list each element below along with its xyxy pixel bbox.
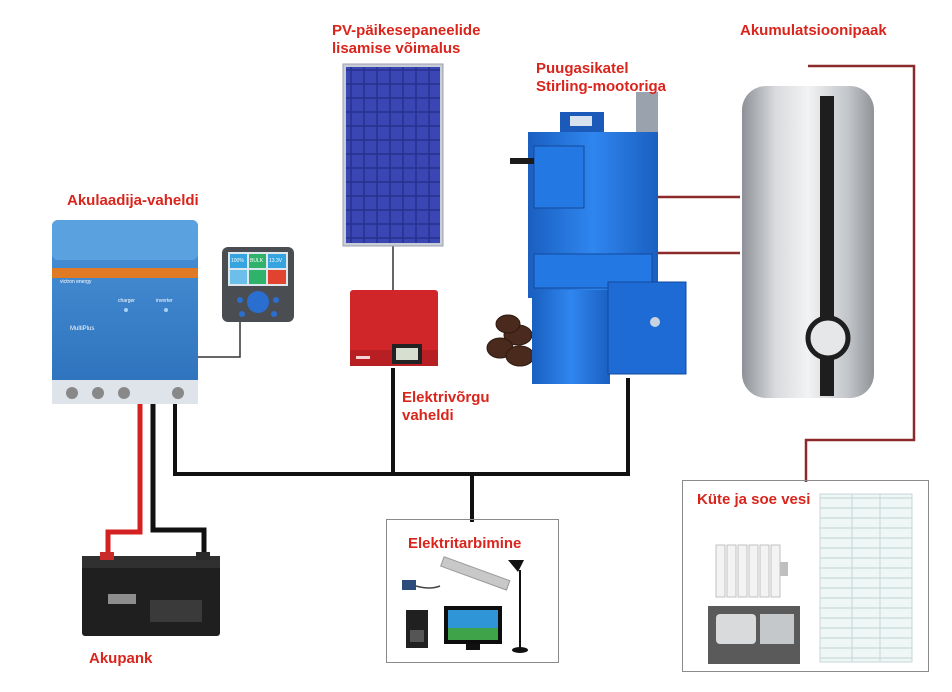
panel-mode: BULK	[250, 258, 264, 264]
pv-panels-label-line2: lisamise võimalus	[332, 40, 461, 57]
boiler-label-line1: Puugasikatel	[536, 60, 629, 77]
control-panel-image	[222, 247, 294, 322]
consumption-devices	[402, 556, 528, 653]
multiplus-label: MultiPlus	[70, 326, 94, 332]
battery-negative-cable	[150, 384, 207, 560]
tank-image	[742, 86, 874, 398]
inverter-charger-image	[52, 220, 198, 404]
victron-brand: victron energy	[60, 279, 92, 285]
pv-panels-label-line1: PV-päikesepaneelide	[332, 22, 481, 39]
grid-inverter-image	[350, 290, 438, 366]
boiler-label: Puugasikatel Stirling-mootoriga	[536, 60, 666, 96]
cables	[105, 246, 630, 560]
grid-inverter-label: Elektrivõrgu vaheldi	[402, 389, 490, 425]
pv-panels-label: PV-päikesepaneelide lisamise võimalus	[332, 22, 480, 58]
heat-pipes	[658, 64, 916, 482]
boiler-label-line2: Stirling-mootoriga	[536, 78, 666, 95]
heat-pipe-to-consumers	[804, 64, 916, 482]
tank-label: Akumulatsioonipaak	[740, 22, 887, 39]
grid-inverter-label-line2: vaheldi	[402, 407, 454, 424]
inverter-label: inverter	[156, 298, 173, 304]
inverter-charger-label: Akulaadija-vaheldi	[67, 192, 199, 209]
ac-bus-cable	[173, 378, 630, 476]
heating-box	[682, 480, 929, 672]
boiler-image	[486, 92, 687, 384]
control-panel-cable	[198, 322, 241, 358]
panel-volt: 13.3V	[269, 258, 283, 264]
consumption-box	[386, 519, 559, 663]
consumption-label: Elektritarbimine	[408, 535, 522, 552]
heating-devices	[708, 493, 913, 664]
charger-label: charger	[118, 298, 135, 304]
battery-positive-cable	[105, 384, 143, 560]
grid-inverter-label-line1: Elektrivõrgu	[402, 389, 490, 406]
pv-panel-image	[342, 63, 444, 247]
heating-label: Küte ja soe vesi	[697, 491, 811, 508]
battery-label: Akupank	[89, 650, 153, 667]
panel-soc: 100%	[231, 258, 244, 264]
battery-image	[82, 552, 220, 636]
